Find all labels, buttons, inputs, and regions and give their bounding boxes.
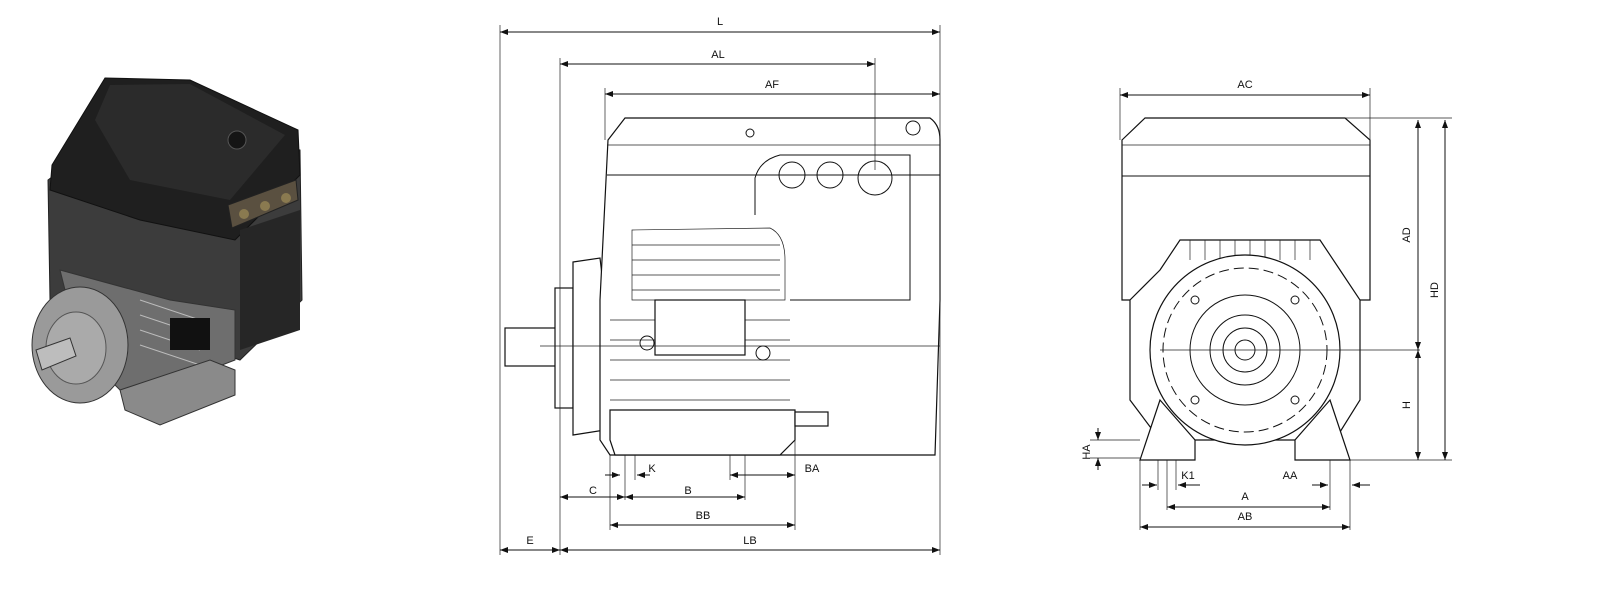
- dim-AA: AA: [1283, 470, 1298, 482]
- cable-gland-2: [816, 161, 844, 189]
- dim-C: C: [589, 485, 597, 497]
- flange: [554, 287, 574, 409]
- dim-A: A: [1241, 491, 1249, 503]
- dim-K1: K1: [1181, 470, 1194, 482]
- front-dimensions: AC AD H HD HA K1 AA A AB: [1081, 79, 1452, 530]
- foot-right: [1294, 398, 1351, 461]
- dim-BA: BA: [805, 463, 820, 475]
- shaft: [504, 327, 558, 367]
- foot-left: [1139, 398, 1196, 461]
- dim-L: L: [717, 16, 723, 28]
- dim-AB: AB: [1238, 511, 1253, 523]
- dim-AC: AC: [1237, 79, 1252, 91]
- dim-BB: BB: [696, 510, 711, 522]
- dim-K: K: [648, 463, 656, 475]
- dim-AF: AF: [765, 79, 779, 91]
- front-view: [1121, 117, 1420, 461]
- dim-E: E: [526, 535, 533, 547]
- dim-HA: HA: [1081, 444, 1093, 460]
- cable-gland-1: [778, 161, 806, 189]
- terminal-box-plate: [654, 299, 746, 356]
- dim-B: B: [684, 485, 691, 497]
- dim-AD: AD: [1401, 227, 1413, 242]
- motor-feet: [609, 409, 796, 456]
- motor-3d-render: [31, 77, 303, 426]
- dim-H: H: [1401, 401, 1413, 409]
- dim-AL: AL: [711, 49, 724, 61]
- dim-LB: LB: [743, 535, 756, 547]
- side-dimensions: L AL AF K BA C B BB E LB: [499, 16, 941, 555]
- dim-HD: HD: [1429, 282, 1441, 298]
